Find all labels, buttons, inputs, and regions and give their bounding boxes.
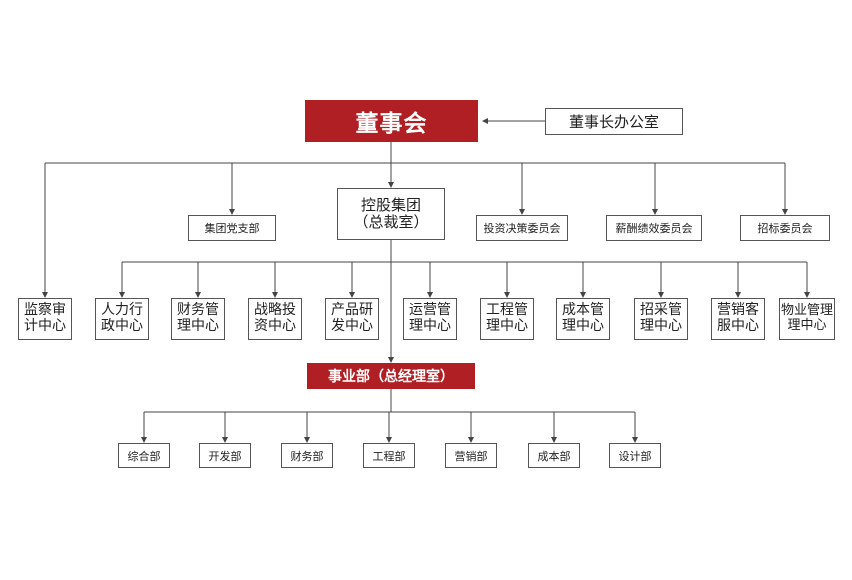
board-node: 董事会 [305, 100, 478, 142]
center-label-line: 理中心 [177, 318, 219, 334]
department-node: 成本部 [528, 443, 580, 468]
holding-group-subtitle: （总裁室） [353, 213, 429, 231]
center-label-line: 理中心 [787, 318, 827, 333]
center-label-line: 战略投 [254, 302, 296, 319]
center-label-line: 理中心 [486, 318, 528, 334]
center-label-line: 产品研 [331, 302, 373, 319]
center-node: 营销客 服中心 [711, 298, 765, 340]
center-label-line: 资中心 [254, 318, 296, 334]
department-node: 财务部 [281, 443, 333, 468]
center-node: 成本管 理中心 [556, 298, 610, 340]
committee-node: 招标委员会 [740, 215, 830, 241]
center-label-line: 理中心 [562, 318, 604, 334]
department-node: 设计部 [609, 443, 661, 468]
committee-node: 投资决策委员会 [476, 215, 568, 241]
center-label-line: 营销客 [717, 302, 759, 319]
holding-group-node: 控股集团 （总裁室） [337, 188, 445, 240]
audit-center-node: 监察审 计中心 [18, 298, 72, 340]
department-node: 营销部 [445, 443, 497, 468]
department-node: 综合部 [118, 443, 170, 468]
center-node: 运营管 理中心 [403, 298, 457, 340]
center-label-line: 理中心 [409, 318, 451, 334]
center-label-line: 财务管 [177, 302, 219, 319]
business-unit-node: 事业部（总经理室） [307, 363, 475, 389]
center-label-line: 服中心 [717, 318, 759, 334]
center-node: 财务管 理中心 [171, 298, 225, 340]
department-node: 工程部 [363, 443, 415, 468]
center-label-line: 计中心 [24, 318, 66, 334]
center-label-line: 招采管 [640, 302, 682, 319]
center-label-line: 成本管 [562, 302, 604, 319]
center-node: 工程管 理中心 [480, 298, 534, 340]
center-label-line: 人力行 [101, 302, 143, 319]
committee-node: 薪酬绩效委员会 [606, 215, 702, 241]
center-node: 人力行 政中心 [95, 298, 149, 340]
center-node: 物业管理 理中心 [779, 298, 835, 340]
holding-group-name: 控股集团 [360, 196, 421, 215]
center-label-line: 理中心 [640, 318, 682, 334]
center-label-line: 运营管 [409, 302, 451, 319]
committee-node: 集团党支部 [188, 215, 276, 241]
center-label-line: 物业管理 [780, 303, 833, 319]
center-label-line: 政中心 [101, 318, 143, 334]
center-node: 战略投 资中心 [248, 298, 302, 340]
center-label-line: 发中心 [331, 318, 373, 334]
center-label-line: 监察审 [24, 302, 66, 319]
center-label-line: 工程管 [486, 302, 528, 319]
center-node: 招采管 理中心 [634, 298, 688, 340]
center-node: 产品研 发中心 [325, 298, 379, 340]
department-node: 开发部 [199, 443, 251, 468]
chairman-office-node: 董事长办公室 [545, 108, 683, 135]
